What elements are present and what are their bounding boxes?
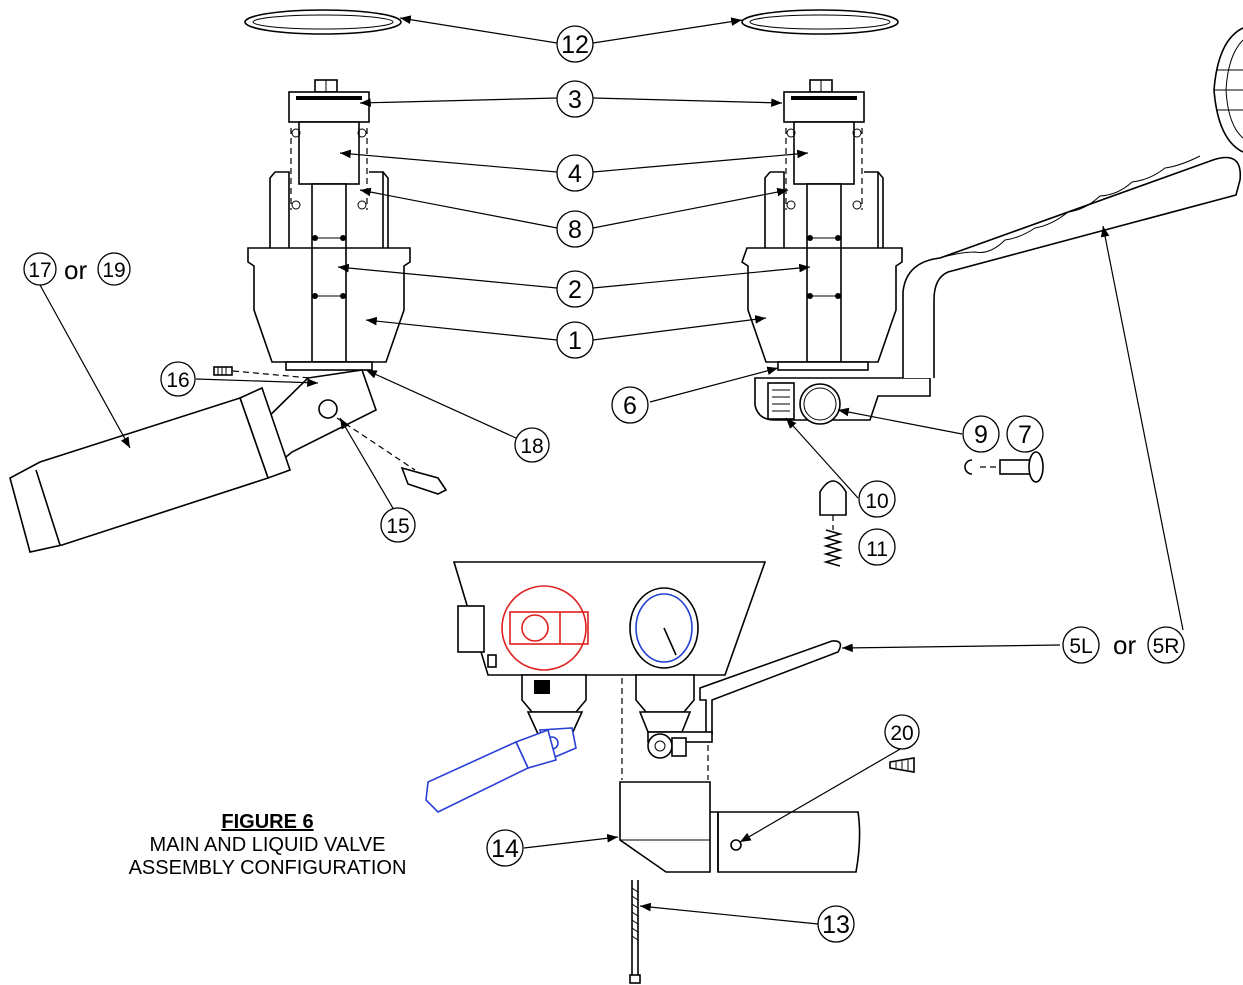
wheel-partial	[1213, 27, 1243, 153]
figure-title: FIGURE 6	[221, 811, 314, 833]
callout-19: 19	[97, 252, 131, 286]
callout-6: 6	[611, 386, 649, 424]
figure-subtitle-line-1: MAIN AND LIQUID VALVE	[149, 834, 386, 856]
o-ring-left	[244, 9, 402, 35]
or-text-5l-5r: or	[1113, 630, 1136, 660]
callout-1: 1	[556, 321, 594, 359]
callout-18: 18	[514, 427, 550, 463]
callout-2: 2	[556, 270, 594, 308]
callout-11: 11	[858, 528, 896, 566]
callout-14: 14	[486, 829, 524, 867]
svg-text:5R: 5R	[1153, 635, 1180, 658]
svg-text:1: 1	[568, 327, 582, 355]
callout-3: 3	[556, 80, 594, 118]
svg-text:5L: 5L	[1069, 635, 1092, 658]
svg-text:16: 16	[166, 369, 189, 392]
red-valve-symbol	[501, 585, 589, 671]
leader-lines	[39, 15, 1184, 925]
o-ring-right	[741, 9, 899, 35]
right-valve-assembly	[741, 79, 903, 371]
figure-subtitle-line-2: ASSEMBLY CONFIGURATION	[128, 857, 407, 879]
valve-manifold	[452, 561, 842, 780]
svg-text:4: 4	[568, 160, 582, 188]
callout-16: 16	[160, 361, 196, 397]
detent-and-spring	[819, 480, 847, 567]
svg-text:8: 8	[568, 216, 582, 244]
callout-7: 7	[1006, 415, 1044, 453]
blue-gauge-symbol	[629, 587, 699, 669]
left-valve-assembly	[247, 79, 411, 371]
figure-caption: FIGURE 6 MAIN AND LIQUID VALVE ASSEMBLY …	[90, 811, 445, 880]
callout-9: 9	[962, 415, 1000, 453]
svg-text:13: 13	[822, 911, 850, 939]
callout-5r: 5R	[1147, 626, 1185, 664]
mounting-block	[619, 757, 915, 873]
svg-text:10: 10	[865, 490, 888, 513]
callout-12: 12	[556, 25, 594, 63]
clip-and-pin	[964, 451, 1044, 483]
svg-text:19: 19	[102, 259, 125, 282]
right-lever-pedal	[754, 155, 1242, 425]
callout-5l: 5L	[1062, 626, 1100, 664]
svg-text:14: 14	[491, 835, 519, 863]
svg-text:9: 9	[974, 421, 988, 449]
left-handle	[9, 366, 448, 553]
svg-text:7: 7	[1018, 421, 1032, 449]
long-bolt	[629, 880, 641, 984]
svg-text:15: 15	[386, 515, 409, 538]
svg-text:6: 6	[623, 392, 637, 420]
svg-text:12: 12	[561, 31, 589, 59]
callout-13: 13	[817, 905, 855, 943]
callout-20: 20	[884, 714, 920, 750]
callout-8: 8	[556, 210, 594, 248]
blue-handle-symbol	[425, 727, 577, 813]
svg-text:3: 3	[568, 86, 582, 114]
callout-4: 4	[556, 154, 594, 192]
svg-text:2: 2	[568, 276, 582, 304]
callout-17: 17	[23, 252, 57, 286]
or-text-17-19: or	[64, 255, 87, 285]
callout-10: 10	[858, 480, 896, 518]
callout-15: 15	[380, 507, 416, 543]
svg-text:11: 11	[866, 538, 888, 561]
svg-text:18: 18	[520, 435, 543, 458]
svg-text:20: 20	[890, 722, 913, 745]
svg-text:17: 17	[28, 259, 51, 282]
